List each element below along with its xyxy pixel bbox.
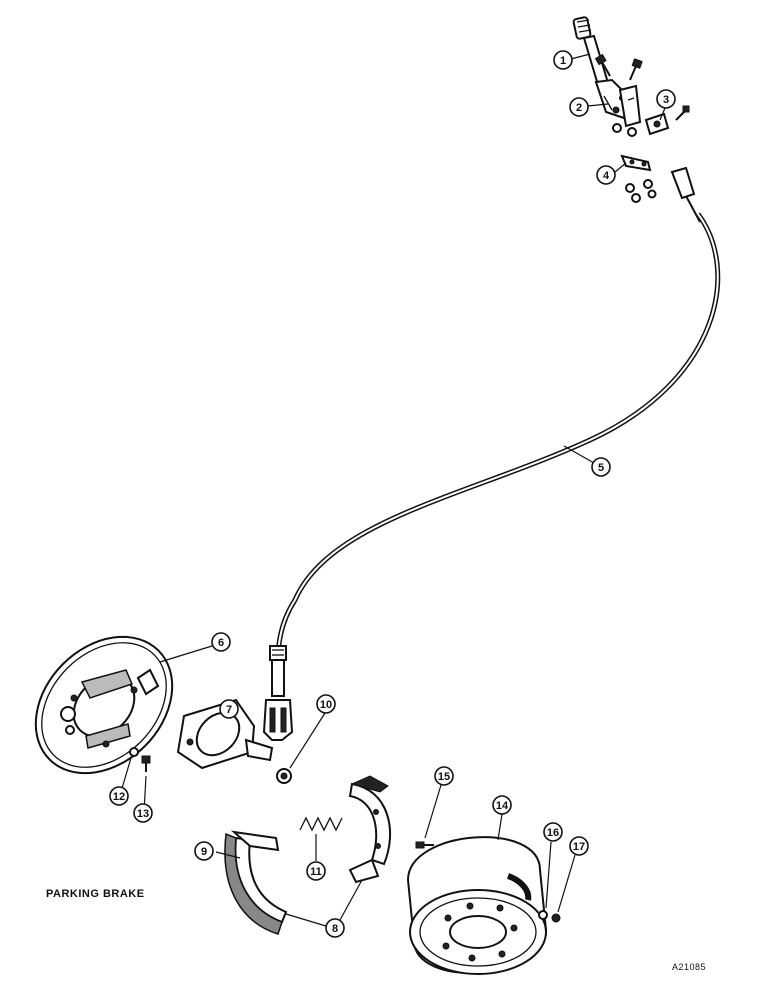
- svg-text:15: 15: [438, 771, 450, 783]
- svg-text:5: 5: [598, 462, 604, 474]
- callout-15: 15: [434, 766, 454, 786]
- svg-text:13: 13: [137, 808, 149, 820]
- svg-text:17: 17: [573, 841, 585, 853]
- callout-4: 4: [596, 165, 616, 185]
- callout-8: 8: [325, 918, 345, 938]
- svg-text:8: 8: [332, 923, 338, 935]
- drum-nut: [551, 913, 561, 923]
- bolt-top-right: [629, 58, 643, 81]
- callout-13: 13: [133, 803, 153, 823]
- drum-screw: [415, 841, 434, 849]
- cable-end-lower: [262, 645, 294, 741]
- callout-5: 5: [591, 457, 611, 477]
- cable-end-upper: [670, 166, 701, 223]
- clevis: [644, 105, 690, 136]
- svg-text:1: 1: [560, 55, 566, 67]
- backing-plate: [34, 635, 174, 775]
- callout-6: 6: [211, 632, 231, 652]
- backing-plate-bolt: [141, 755, 151, 772]
- callout-12: 12: [109, 786, 129, 806]
- svg-text:4: 4: [603, 170, 610, 182]
- callout-11: 11: [306, 861, 326, 881]
- leader-lines: [119, 53, 666, 927]
- drum-washer: [538, 910, 548, 920]
- reference-code: A21085: [672, 962, 707, 972]
- callout-2: 2: [569, 97, 589, 117]
- svg-text:6: 6: [218, 637, 224, 649]
- svg-text:7: 7: [226, 704, 232, 716]
- svg-text:2: 2: [576, 102, 582, 114]
- bolt-top-left: [594, 53, 611, 77]
- brake-shoe-lined: [224, 830, 288, 935]
- cable-bracket: [620, 154, 657, 203]
- callout-10: 10: [316, 694, 336, 714]
- brake-shoe: [348, 775, 392, 884]
- cam-plate: [176, 698, 274, 770]
- mounting-bracket: [618, 84, 642, 128]
- callout-14: 14: [492, 795, 512, 815]
- svg-text:9: 9: [201, 846, 207, 858]
- svg-text:16: 16: [547, 827, 559, 839]
- callout-1: 1: [553, 50, 573, 70]
- svg-text:11: 11: [310, 866, 322, 878]
- washer: [276, 768, 292, 784]
- callout-9: 9: [194, 841, 214, 861]
- svg-text:3: 3: [663, 94, 669, 106]
- svg-text:12: 12: [113, 791, 125, 803]
- callout-3: 3: [656, 89, 676, 109]
- return-spring: [299, 816, 343, 832]
- lock-washer: [129, 747, 139, 757]
- svg-text:10: 10: [320, 699, 332, 711]
- diagram-title: PARKING BRAKE: [46, 888, 145, 900]
- brake-drum: [406, 836, 548, 975]
- callout-7: 7: [219, 699, 239, 719]
- brake-cable: [275, 212, 721, 661]
- callout-17: 17: [569, 836, 589, 856]
- nuts-handle: [612, 123, 637, 137]
- callout-16: 16: [543, 822, 563, 842]
- svg-text:14: 14: [496, 800, 509, 812]
